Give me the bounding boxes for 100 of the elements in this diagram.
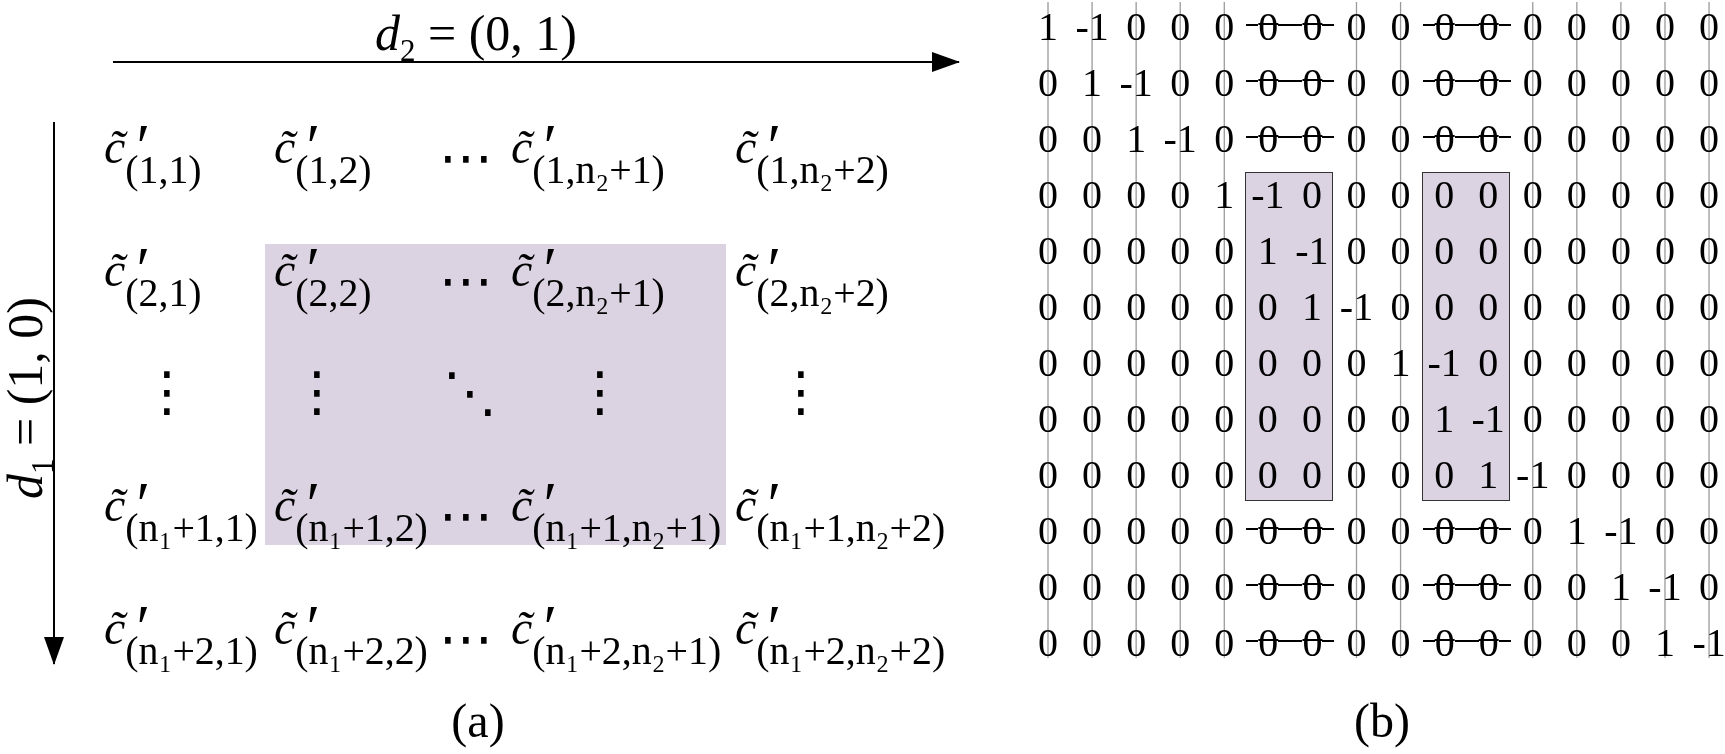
matrix-entry: 0	[1214, 343, 1235, 383]
matrix-entry: 1	[1126, 119, 1147, 159]
matrix-entry: 0	[1038, 287, 1058, 327]
matrix-entry: 0	[1610, 119, 1631, 159]
matrix-entry: 0	[1390, 455, 1411, 495]
matrix-entry: 0	[1566, 231, 1587, 271]
matrix-entry: 0	[1214, 623, 1235, 663]
matrix-entry: 0	[1214, 119, 1235, 159]
matrix-entry: 0	[1390, 7, 1411, 47]
matrix-entry: 1	[1434, 398, 1455, 439]
matrix-entry: 0	[1126, 567, 1147, 607]
matrix-entry: 0	[1699, 567, 1720, 607]
matrix-entry: 0	[1301, 454, 1322, 495]
matrix-entry: 0	[1126, 7, 1147, 47]
matrix-entry: 0	[1566, 119, 1587, 159]
matrix-entry: 0	[1346, 231, 1367, 271]
matrix-entry: 0	[1654, 175, 1675, 215]
matrix-entry: -1	[1339, 287, 1374, 327]
matrix-entry: 0	[1522, 287, 1543, 327]
matrix-entry: 0	[1522, 343, 1543, 383]
matrix-entry: 0	[1610, 343, 1631, 383]
matrix-entry: 0	[1082, 119, 1103, 159]
matrix-entry: 0	[1170, 7, 1191, 47]
ellipsis: ⋮	[774, 365, 828, 419]
ellipsis: ⋯	[439, 254, 493, 308]
matrix-entry: 0	[1699, 399, 1720, 439]
matrix-entry: 0	[1610, 623, 1631, 663]
matrix-entry: 1	[1566, 511, 1587, 551]
matrix-entry: 0	[1301, 398, 1322, 439]
matrix-entry: 0	[1699, 455, 1720, 495]
matrix-entry: 0	[1126, 343, 1147, 383]
matrix-entry: 1	[1654, 623, 1675, 663]
matrix-entry: 0	[1654, 231, 1675, 271]
matrix-entry: 0	[1390, 175, 1411, 215]
matrix-entry: -1	[1692, 623, 1725, 663]
matrix-entry: -1	[1471, 398, 1505, 439]
matrix-entry: 0	[1434, 174, 1455, 215]
matrix-entry: 0	[1082, 287, 1103, 327]
matrix-entry: 0	[1699, 119, 1720, 159]
matrix-entry: 0	[1170, 231, 1191, 271]
matrix-entry: 0	[1610, 7, 1631, 47]
matrix-entry: 0	[1346, 7, 1367, 47]
matrix-entry: 0	[1038, 511, 1058, 551]
ellipsis: ⋯	[439, 131, 493, 185]
matrix-entry: -1	[1604, 511, 1638, 551]
matrix-entry: 0	[1346, 623, 1367, 663]
matrix-entry: 0	[1566, 287, 1587, 327]
matrix-entry: -1	[1427, 342, 1461, 383]
matrix-entry: 0	[1170, 343, 1191, 383]
matrix-entry: 1	[1257, 230, 1278, 271]
matrix-entry: 0	[1390, 63, 1411, 103]
matrix-entry: 0	[1522, 175, 1543, 215]
matrix-entry: 0	[1699, 63, 1720, 103]
matrix-entry: 0	[1170, 175, 1191, 215]
matrix-entry: 0	[1170, 399, 1191, 439]
matrix-entry: 0	[1346, 399, 1367, 439]
matrix-entry: 0	[1170, 455, 1191, 495]
matrix-entry: 0	[1390, 119, 1411, 159]
matrix-entry: 0	[1478, 230, 1499, 271]
matrix-entry: 0	[1654, 287, 1675, 327]
matrix-entry: 0	[1390, 287, 1411, 327]
matrix-entry: 0	[1566, 623, 1587, 663]
matrix-entry: 0	[1038, 343, 1058, 383]
matrix-entry: 0	[1478, 286, 1499, 327]
matrix-entry: 0	[1654, 511, 1675, 551]
matrix-entry: 0	[1522, 567, 1543, 607]
matrix-entry: 0	[1346, 175, 1367, 215]
matrix-entry: 0	[1214, 511, 1235, 551]
matrix-entry: 0	[1126, 623, 1147, 663]
matrix-entry: 0	[1126, 511, 1147, 551]
matrix-entry: 0	[1522, 623, 1543, 663]
matrix-entry: 0	[1610, 455, 1631, 495]
matrix-entry: 0	[1522, 511, 1543, 551]
matrix-entry: 0	[1699, 231, 1720, 271]
matrix-entry: 1	[1390, 343, 1411, 383]
matrix-entry: 0	[1610, 399, 1631, 439]
direction-label: d$_{2}$ = (0, 1)	[375, 4, 577, 69]
matrix-entry: 0	[1126, 287, 1147, 327]
matrix-entry: 0	[1699, 175, 1720, 215]
matrix-entry: 0	[1082, 231, 1103, 271]
matrix-entry: 0	[1038, 119, 1058, 159]
matrix-entry: 0	[1038, 567, 1058, 607]
matrix-entry: 0	[1214, 63, 1235, 103]
matrix-entry: -1	[1648, 567, 1682, 607]
matrix-entry: 0	[1478, 342, 1499, 383]
matrix-entry: 0	[1566, 343, 1587, 383]
matrix-entry: -1	[1075, 7, 1109, 47]
matrix-entry: 0	[1346, 511, 1367, 551]
matrix-entry: 0	[1082, 455, 1103, 495]
matrix-entry: 0	[1126, 399, 1147, 439]
ellipsis: ⋱	[443, 366, 497, 420]
matrix-entry: 0	[1566, 7, 1587, 47]
matrix-entry: 0	[1390, 567, 1411, 607]
matrix-entry: 0	[1610, 63, 1631, 103]
matrix-entry: 0	[1654, 63, 1675, 103]
matrix-entry: 0	[1566, 399, 1587, 439]
matrix-entry: 0	[1699, 287, 1720, 327]
matrix-entry: 0	[1170, 511, 1191, 551]
matrix-entry: 0	[1390, 511, 1411, 551]
matrix-entry: 0	[1082, 175, 1103, 215]
